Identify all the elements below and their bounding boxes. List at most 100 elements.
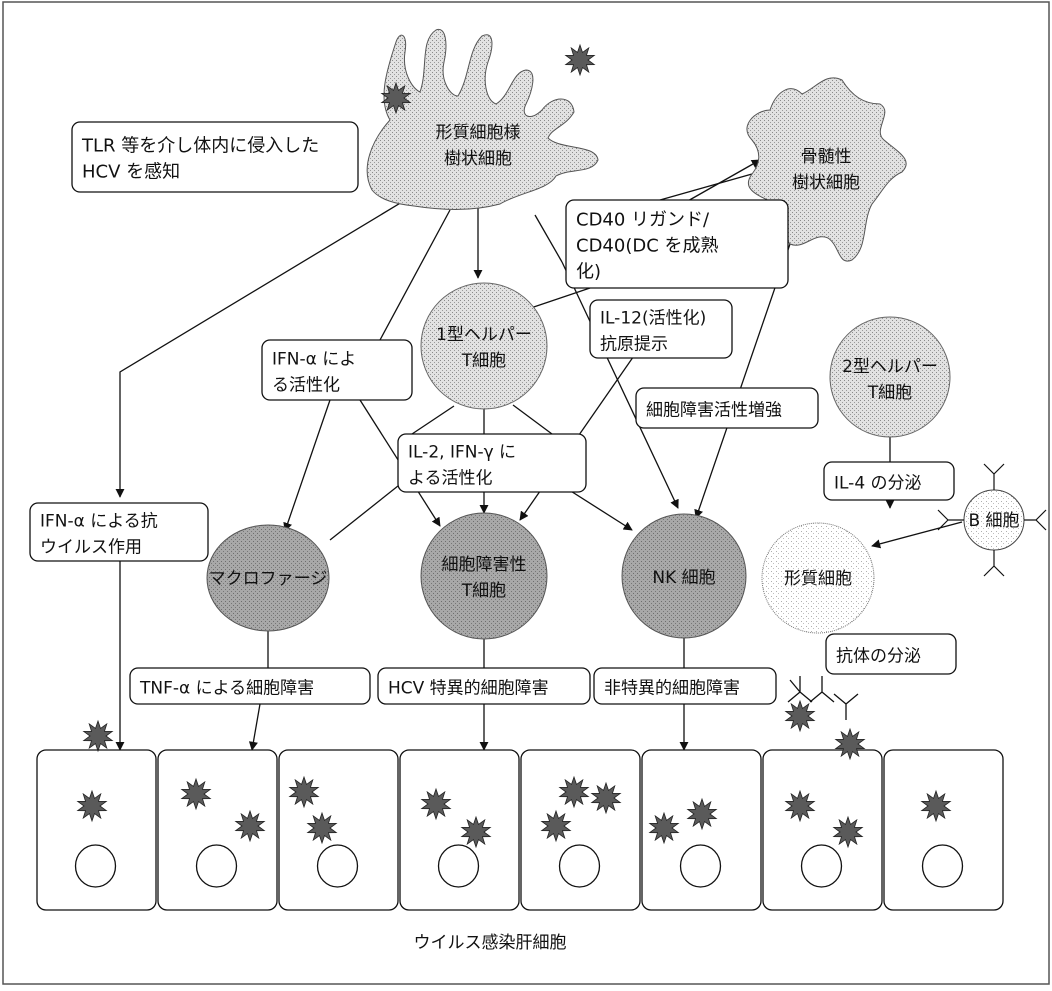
box-text-line: IL-2, IFN-γ に: [408, 442, 516, 462]
b-cell-label: B 細胞: [968, 511, 1019, 531]
th2-label-line2: T細胞: [867, 383, 912, 403]
connector-line: [283, 399, 331, 532]
hepatocyte-caption: ウイルス感染肝細胞: [414, 933, 567, 953]
hepatocyte: [36, 749, 157, 911]
box-text-line: TLR 等を介し体内に侵入した: [81, 135, 319, 156]
virus-icon: [180, 777, 212, 811]
box-frame: [823, 461, 955, 501]
box-text-line: 抗原提示: [600, 334, 668, 354]
th2-label-line1: 2型ヘルパー: [842, 357, 938, 377]
th2-helper-t-cell: 2型ヘルパー T細胞: [829, 316, 951, 438]
connector-line: [561, 261, 679, 509]
box-text-line: IL-4 の分泌: [834, 473, 922, 493]
hepatocyte: [399, 749, 520, 911]
nucleus-icon: [679, 844, 722, 888]
box-frame: [377, 667, 591, 705]
plasma-cell-label: 形質細胞: [784, 569, 852, 589]
virus-icon: [564, 43, 596, 77]
virus-icon: [834, 727, 866, 761]
ctl-label-line2: T細胞: [461, 581, 506, 601]
box-frame: [825, 633, 957, 675]
virus-icons: [76, 43, 952, 849]
box-text-line: HCV を感知: [82, 161, 180, 182]
box-tnf: TNF-α による細胞障害: [129, 667, 371, 705]
plasmacytoid-dendritic-cell: 形質細胞様 樹状細胞: [366, 28, 599, 210]
hepatocyte-body: [36, 749, 157, 911]
b-cell: B 細胞: [937, 463, 1047, 577]
nucleus-icon: [195, 844, 238, 888]
box-frame: [593, 667, 777, 705]
connector-line: [411, 405, 455, 435]
th1-helper-t-cell: 1型ヘルパー T細胞: [420, 282, 548, 410]
virus-icon: [540, 809, 572, 843]
box-il4: IL-4 の分泌: [823, 461, 955, 501]
box-cytotox: 細胞障害活性増強: [635, 387, 819, 429]
box-frame: [71, 121, 359, 193]
hepatocyte-body: [762, 749, 883, 911]
connector-line: [329, 481, 404, 541]
hepatocyte: [641, 749, 762, 911]
virus-icon: [686, 797, 718, 831]
box-frame: [29, 502, 209, 562]
box-text-line: 抗体の分泌: [836, 646, 921, 666]
macrophage-label: マクロファージ: [209, 569, 328, 589]
box-text-line: HCV 特異的細胞障害: [388, 678, 549, 698]
pdc-label-line1: 形質細胞様: [436, 123, 521, 143]
hepatocyte: [883, 749, 1004, 911]
label-boxes: TLR 等を介し体内に侵入した HCV を感知 CD40 リガンド/CD40(DC …: [29, 121, 957, 705]
ctl-label-line1: 細胞障害性: [442, 555, 527, 575]
box-frame: [589, 299, 733, 359]
macrophage: マクロファージ: [206, 524, 330, 632]
virus-icon: [234, 809, 266, 843]
box-frame: [635, 387, 819, 429]
nucleus-icon: [74, 844, 117, 888]
virus-icon: [648, 811, 680, 845]
box-nonspec: 非特異的細胞障害: [593, 667, 777, 705]
connector-line: [871, 521, 963, 549]
connector-line: [534, 214, 563, 263]
box-antibody: 抗体の分泌: [825, 633, 957, 675]
nucleus-icon: [316, 844, 359, 888]
nucleus-icon: [921, 844, 964, 888]
box-text-line: CD40(DC を成熟: [576, 235, 719, 256]
box-text-line: IFN-α によ: [272, 349, 356, 369]
box-text-line: IFN-α による抗: [40, 511, 158, 531]
connector-line: [512, 404, 553, 435]
nucleus-icon: [558, 844, 601, 888]
virus-icon: [590, 781, 622, 815]
connector-line: [685, 159, 761, 203]
box-text-line: 化): [576, 261, 601, 282]
box-text-line: ウイルス作用: [40, 537, 142, 557]
nk-label: NK 細胞: [652, 568, 715, 588]
box-hcv-spec: HCV 特異的細胞障害: [377, 667, 591, 705]
antibody-icon: [787, 676, 813, 703]
box-text-line: 細胞障害活性増強: [646, 400, 782, 420]
virus-icon: [558, 775, 590, 809]
th1-label-line1: 1型ヘルパー: [436, 325, 532, 345]
antibody-icon: [789, 676, 835, 703]
plasma-cell: 形質細胞: [761, 522, 875, 634]
th1-label-line2: T細胞: [461, 351, 506, 371]
box-text-line: CD40 リガンド/: [576, 209, 710, 230]
antibody-icons: [787, 676, 859, 720]
virus-icon: [76, 789, 108, 823]
antibody-icon: [833, 693, 859, 720]
virus-icon: [832, 815, 864, 849]
virus-icon: [82, 719, 114, 753]
nk-cell: NK 細胞: [621, 513, 747, 639]
connector-line: [694, 243, 791, 519]
box-text-line: 非特異的細胞障害: [604, 678, 740, 698]
virus-icon: [420, 787, 452, 821]
box-text-line: よる活性化: [408, 468, 493, 488]
connector-line: [115, 195, 413, 498]
box-frame: [129, 667, 371, 705]
cytotoxic-t-cell: 細胞障害性 T細胞: [420, 512, 548, 640]
box-frame: [261, 339, 413, 401]
